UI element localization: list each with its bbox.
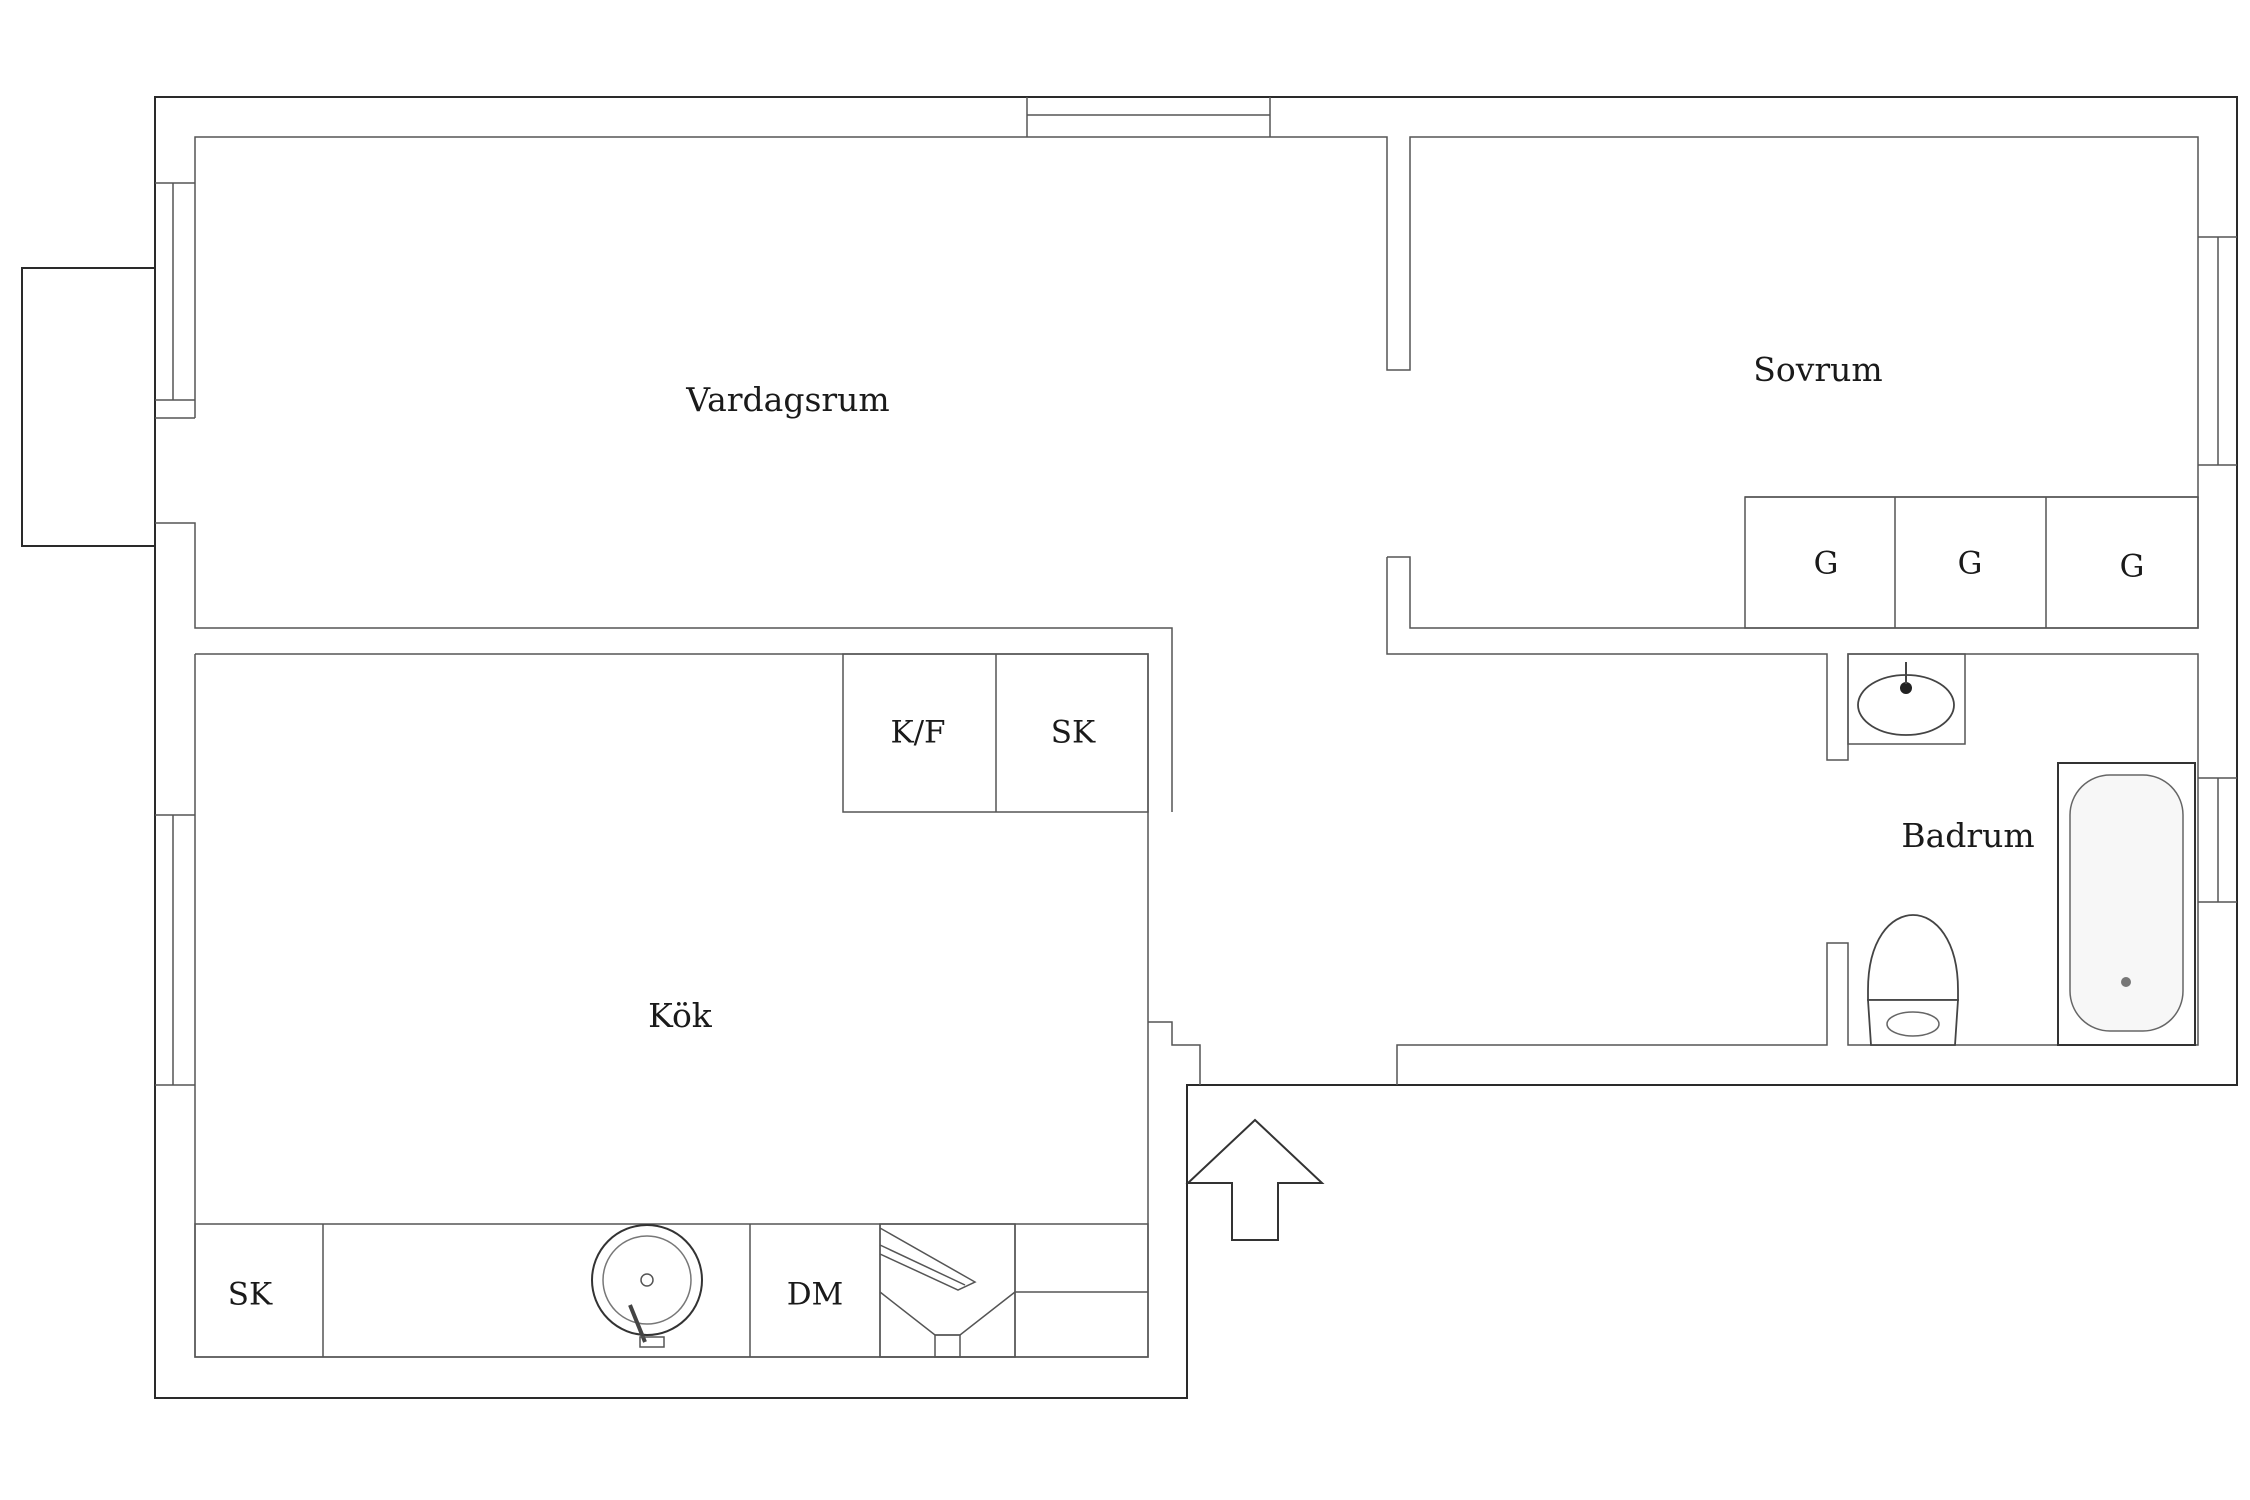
room-label-kitchen: Kök [648,996,713,1035]
washbasin-icon [1847,653,1966,745]
room-label-living-room: Vardagsrum [685,380,889,419]
hall-bath-wall [1386,557,2199,1085]
balcony [21,267,155,547]
cabinet-label-bottom: SK [228,1277,273,1313]
room-label-bedroom: Sovrum [1753,350,1882,389]
living-kitchen-divider [155,522,1173,812]
outer-wall [154,96,2238,1399]
wardrobe-label-1: G [1814,546,1839,582]
window-left-upper [155,182,195,419]
living-room-inner-wall [194,136,2199,498]
window-right-upper [2198,236,2237,466]
cabinet-label-top: SK [1051,715,1096,751]
wardrobe-label-2: G [1958,546,1983,582]
room-label-bathroom: Badrum [1901,816,2034,855]
toilet-icon [1867,914,1959,1046]
kitchen-top-units [842,653,1149,813]
dishwasher-label: DM [787,1277,844,1313]
wardrobe-row [1744,496,2199,629]
hall-door-jamb [1148,1021,1201,1085]
fridge-freezer-label: K/F [890,715,945,751]
stove-icon [879,1223,1016,1358]
window-left-lower [155,814,195,1086]
wardrobe-label-3: G [2120,549,2145,585]
bathtub-icon [2057,762,2196,1046]
window-right-lower [2198,777,2237,903]
bedroom-inner-wall [1387,497,2199,629]
kitchen-sink-icon [591,1224,703,1348]
up-arrow-icon [1185,1118,1325,1241]
window-top [1026,97,1271,137]
